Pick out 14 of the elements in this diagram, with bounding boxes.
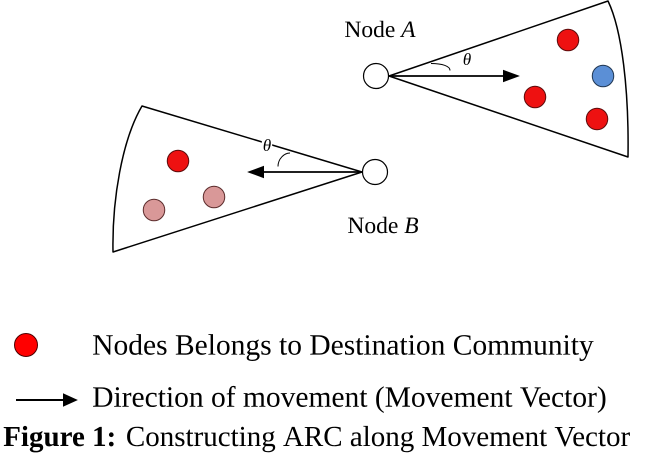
legend-text: Nodes Belongs to Destination Community bbox=[93, 334, 594, 361]
legend-text: Direction of movement (Movement Vector) bbox=[93, 386, 606, 413]
dot bbox=[202, 186, 226, 208]
dot bbox=[166, 150, 190, 172]
dot bbox=[142, 198, 166, 222]
dot bbox=[592, 64, 614, 88]
node-label: Node B bbox=[348, 216, 418, 234]
angle-label: θ bbox=[462, 52, 472, 66]
dot bbox=[524, 86, 546, 108]
dot bbox=[556, 28, 580, 52]
node-label: Node A bbox=[345, 20, 416, 38]
caption: Figure 1: Constructing ARC along Movement Vector bbox=[4, 426, 630, 452]
angle-label: θ bbox=[262, 138, 272, 152]
dot bbox=[586, 108, 608, 130]
